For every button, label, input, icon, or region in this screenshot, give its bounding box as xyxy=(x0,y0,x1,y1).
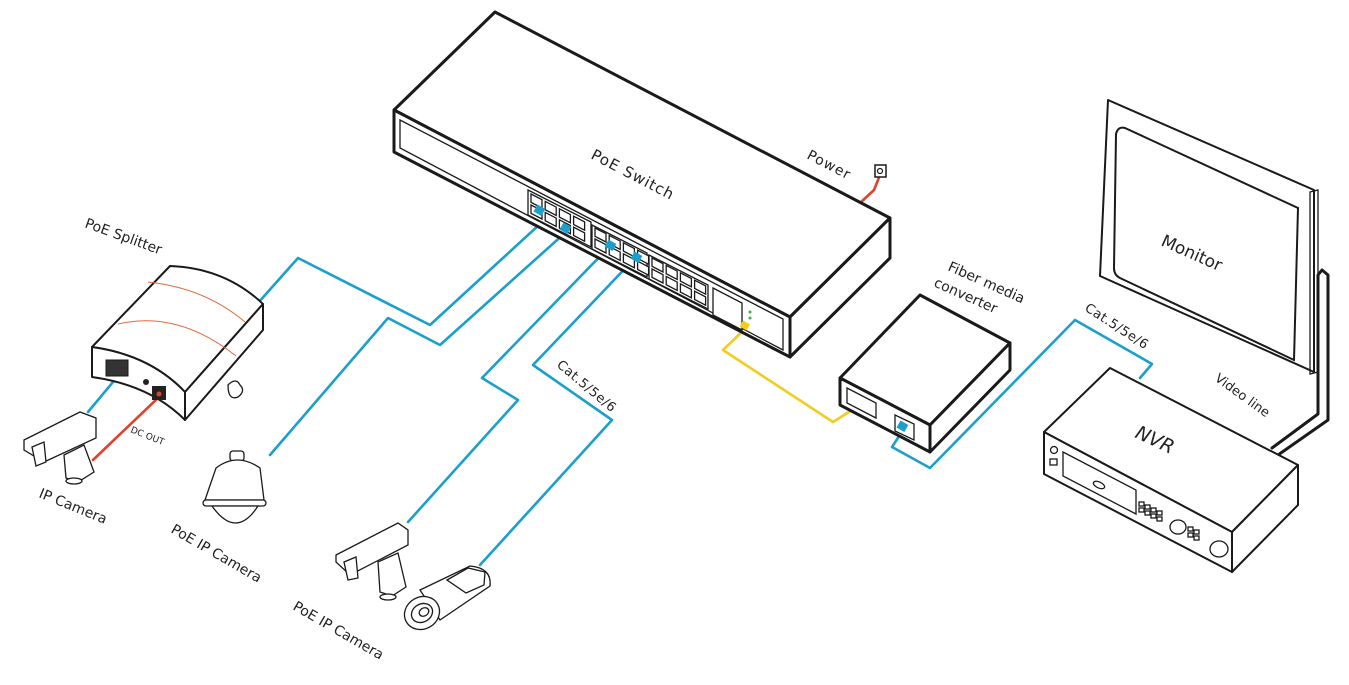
ethernet-plug-icon xyxy=(604,239,617,251)
dome-camera-icon xyxy=(204,459,265,501)
ethernet-plug-icon xyxy=(630,251,643,263)
monitor-frame xyxy=(1099,99,1315,373)
ethernet-plug-icon xyxy=(559,222,572,234)
rj45-port[interactable] xyxy=(544,211,557,228)
rj45-port[interactable] xyxy=(693,279,707,296)
rj45-port[interactable] xyxy=(665,264,678,281)
rj45-port[interactable] xyxy=(544,200,557,217)
rj45-port[interactable] xyxy=(594,226,607,244)
switch-side-face xyxy=(788,216,892,359)
converter-side xyxy=(928,341,1012,454)
ethernet-cable-to-box-camera xyxy=(406,243,613,524)
power-cable xyxy=(858,173,882,205)
fiber-cable xyxy=(721,326,862,424)
status-led-icon xyxy=(748,310,752,314)
rj45-port[interactable] xyxy=(636,260,650,277)
fiber-media-converter[interactable]: Fiber media converter xyxy=(838,259,1027,454)
poe-splitter-label: PoE Splitter xyxy=(83,216,165,259)
rj45-port[interactable] xyxy=(651,256,664,274)
ethernet-cable-to-splitter xyxy=(256,222,542,327)
ip-camera-label: IP Camera xyxy=(37,486,110,528)
box-camera-label: PoE IP Camera xyxy=(290,599,386,664)
nvr-disc-tray xyxy=(1062,450,1137,516)
splitter-ethernet-cable xyxy=(86,374,120,414)
cables xyxy=(86,173,1330,567)
rj45-port[interactable] xyxy=(594,237,607,255)
converter-sfp-port xyxy=(846,386,877,420)
nvr-knob-icon[interactable] xyxy=(1169,519,1187,535)
ethernet-cable-to-nvr xyxy=(890,318,1154,470)
nvr-power-button-icon[interactable] xyxy=(1049,445,1059,455)
rj45-port[interactable] xyxy=(651,267,664,285)
fiber-plug-icon xyxy=(739,320,750,331)
nvr-side xyxy=(1231,464,1299,573)
dome-camera[interactable]: PoE IP Camera xyxy=(168,450,267,587)
rj45-port[interactable] xyxy=(572,215,586,232)
video-line-label: Video line xyxy=(1212,371,1273,421)
cable-type-label-nvr: Cat.5/5e/6 xyxy=(1082,301,1151,353)
video-line-cable xyxy=(1270,268,1330,457)
splitter-side xyxy=(184,303,264,421)
box-camera[interactable] xyxy=(335,522,409,601)
ip-camera[interactable]: IP Camera xyxy=(23,411,110,528)
ethernet-plug-icon xyxy=(896,420,909,432)
rj45-port[interactable] xyxy=(679,271,693,288)
nvr[interactable]: NVR xyxy=(1043,367,1299,573)
poe-splitter[interactable]: PoE Splitter DC OUT xyxy=(83,216,264,449)
dome-camera-label: PoE IP Camera xyxy=(168,522,264,587)
rj45-port[interactable] xyxy=(693,290,707,307)
status-led-icon xyxy=(748,316,752,320)
monitor[interactable]: Monitor xyxy=(1099,99,1319,375)
rj45-port[interactable] xyxy=(558,207,572,224)
rj45-port[interactable] xyxy=(665,275,678,292)
nvr-knob-icon[interactable] xyxy=(1209,540,1229,558)
ethernet-plug-icon xyxy=(533,204,546,216)
dc-out-label: DC OUT xyxy=(129,426,166,449)
sfp-port[interactable] xyxy=(712,286,743,332)
splitter-ethernet-port xyxy=(105,359,129,377)
rj45-port[interactable] xyxy=(679,282,693,299)
power-outlet-icon xyxy=(874,164,887,178)
rj45-port[interactable] xyxy=(622,252,636,269)
poe-switch[interactable]: PoE Switch xyxy=(392,10,892,359)
rj45-port[interactable] xyxy=(572,226,586,243)
splitter-led-icon xyxy=(143,379,149,385)
ethernet-cable-to-dome-camera xyxy=(268,230,568,457)
ethernet-cable-to-bullet-camera xyxy=(478,254,639,567)
dc-out-cable xyxy=(91,394,162,462)
